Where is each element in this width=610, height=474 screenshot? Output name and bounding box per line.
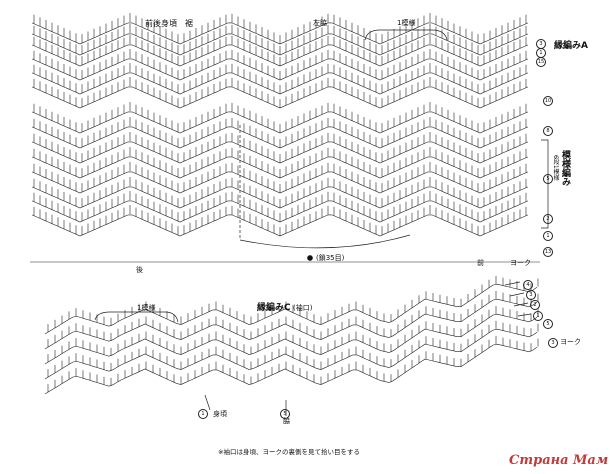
chain-count-label: (鎖35目) xyxy=(316,254,345,262)
front-label: 前 xyxy=(477,259,484,267)
row-number: 4 xyxy=(523,280,533,290)
row-number: 5 xyxy=(543,319,553,329)
row-arrow xyxy=(509,292,525,297)
instruction-note: ※袖口は身頃、ヨークの裏側を見て拾い目をする xyxy=(218,448,360,456)
sleeve-edge-chart xyxy=(44,275,539,395)
pattern-repeat-label-lower: 1模様 xyxy=(137,304,156,312)
row-number: 10 xyxy=(543,96,553,106)
hem-title: 前後身頃 裾 xyxy=(145,19,193,28)
chain-arc xyxy=(239,234,411,249)
stitch-row xyxy=(44,313,538,365)
row-number: 2 xyxy=(543,214,553,224)
stitch-row xyxy=(44,343,538,395)
side-label-lower: 脇 xyxy=(283,417,290,425)
body-label: 身頃 xyxy=(213,410,227,418)
stitch-row xyxy=(44,283,538,335)
yoke-label-lower: ヨーク xyxy=(560,338,581,346)
stitch-row xyxy=(44,298,538,350)
row-bracket xyxy=(541,139,549,229)
edge-c-sub: (袖口) xyxy=(293,304,313,312)
body-pointer xyxy=(204,394,211,411)
main-pattern-label: 模様編み xyxy=(560,150,570,186)
row-number: 1 xyxy=(543,231,553,241)
watermark: Страна Мам xyxy=(509,453,609,468)
main-pattern-sub: 6段1模様 xyxy=(552,155,559,181)
row-number: 3 xyxy=(526,290,536,300)
row-arrow xyxy=(513,302,529,307)
yoke-label-upper: ヨーク xyxy=(510,259,531,267)
pattern-bracket-lower xyxy=(94,311,179,323)
row-arrow xyxy=(517,313,532,317)
edge-a-label: 縁編みA xyxy=(554,41,588,51)
hem-chart xyxy=(30,13,540,263)
row-number: 1 xyxy=(533,311,543,321)
row-number: 3 xyxy=(548,338,558,348)
back-label: 後 xyxy=(136,266,143,274)
chart-marks xyxy=(94,29,549,416)
row-number: 1 xyxy=(198,409,208,419)
row-number: 5 xyxy=(280,409,290,419)
side-label: 左脇 xyxy=(313,19,327,27)
row-number: 8 xyxy=(543,126,553,136)
row-number: 5 xyxy=(543,174,553,184)
row-number: 13 xyxy=(543,247,553,257)
start-dot xyxy=(307,255,313,261)
stitch-row xyxy=(44,328,538,380)
row-number: 15 xyxy=(536,57,546,67)
row-arrow xyxy=(504,281,521,286)
pattern-repeat-label: 1模様 xyxy=(397,19,416,27)
pattern-bracket xyxy=(364,29,448,41)
row-number: 2 xyxy=(530,300,540,310)
edge-c-label: 縁編みC xyxy=(257,303,291,313)
